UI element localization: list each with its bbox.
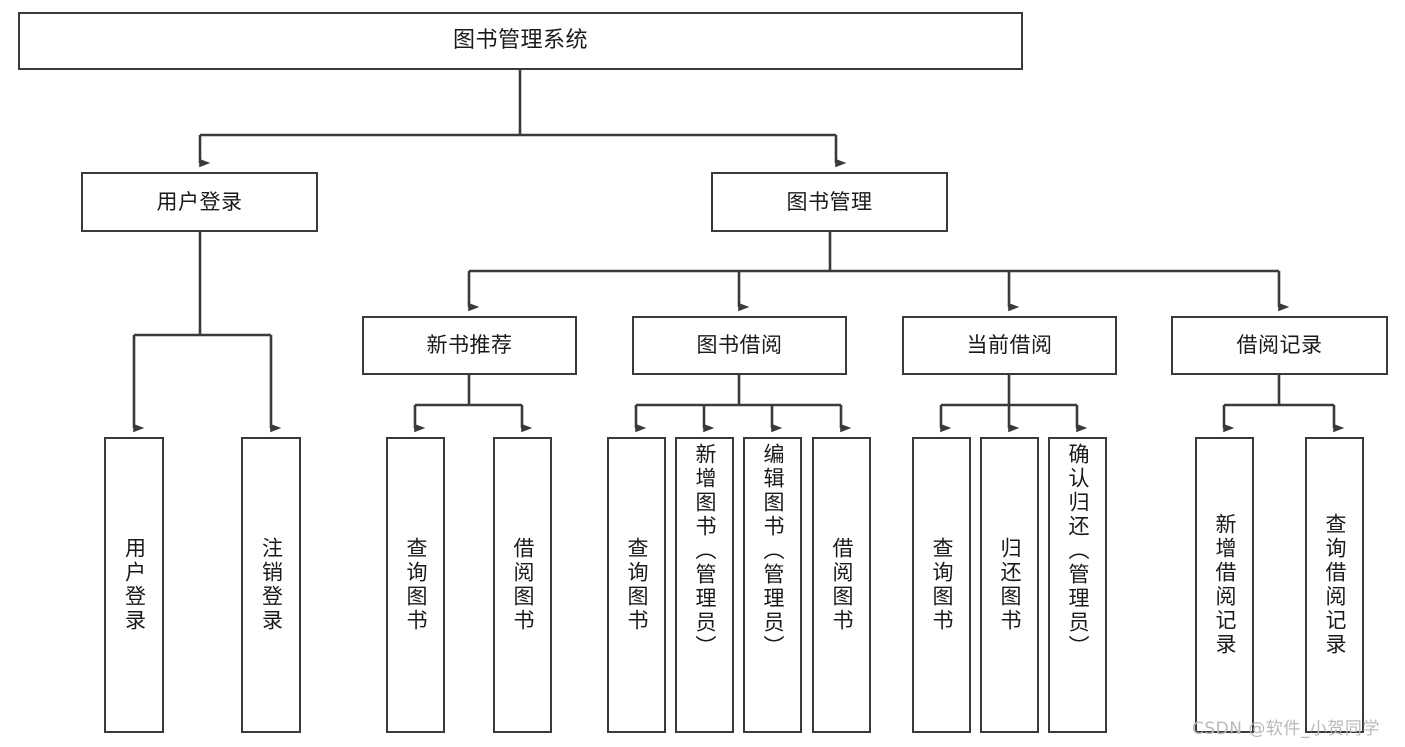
node-book-manage[interactable]: 图书管理 [711, 172, 948, 232]
leaf-nb-query-book[interactable]: 查询图书 [386, 437, 445, 733]
watermark-csdn: CSDN @软件_小贺同学 [1192, 719, 1380, 739]
node-borrow-record-label: 借阅记录 [1236, 333, 1323, 358]
leaf-nb-borrow-book[interactable]: 借阅图书 [493, 437, 552, 733]
node-new-book-recommend[interactable]: 新书推荐 [362, 316, 577, 375]
leaf-cb-return-book-label: 归还图书 [998, 537, 1022, 633]
leaf-user-login-label: 用户登录 [122, 537, 147, 633]
leaf-cb-return-book[interactable]: 归还图书 [980, 437, 1039, 733]
leaf-nb-borrow-book-label: 借阅图书 [511, 537, 535, 633]
leaf-br-add-record[interactable]: 新增借阅记录 [1195, 437, 1254, 733]
node-borrow-record[interactable]: 借阅记录 [1171, 316, 1388, 375]
leaf-bb-edit-book-label: 编辑图书（管理员） [761, 443, 785, 659]
leaf-br-add-record-label: 新增借阅记录 [1213, 513, 1237, 657]
node-user-login-label: 用户登录 [156, 189, 243, 214]
node-root-system-label: 图书管理系统 [452, 28, 588, 54]
leaf-bb-borrow-book[interactable]: 借阅图书 [812, 437, 871, 733]
leaf-bb-query-book-label: 查询图书 [625, 537, 649, 633]
leaf-user-login[interactable]: 用户登录 [104, 437, 164, 733]
node-current-borrow-label: 当前借阅 [966, 333, 1053, 358]
leaf-cb-confirm-return[interactable]: 确认归还（管理员） [1048, 437, 1107, 733]
node-current-borrow[interactable]: 当前借阅 [902, 316, 1117, 375]
leaf-bb-borrow-book-label: 借阅图书 [830, 537, 854, 633]
leaf-cb-query-book-label: 查询图书 [930, 537, 954, 633]
leaf-br-query-record[interactable]: 查询借阅记录 [1305, 437, 1364, 733]
leaf-cb-confirm-return-label: 确认归还（管理员） [1066, 443, 1090, 659]
leaf-logout[interactable]: 注销登录 [241, 437, 301, 733]
node-new-book-recommend-label: 新书推荐 [426, 333, 513, 358]
leaf-bb-add-book[interactable]: 新增图书（管理员） [675, 437, 734, 733]
node-book-borrow[interactable]: 图书借阅 [632, 316, 847, 375]
leaf-bb-add-book-label: 新增图书（管理员） [693, 443, 717, 659]
leaf-bb-edit-book[interactable]: 编辑图书（管理员） [743, 437, 802, 733]
leaf-br-query-record-label: 查询借阅记录 [1323, 513, 1347, 657]
node-book-borrow-label: 图书借阅 [696, 333, 783, 358]
leaf-nb-query-book-label: 查询图书 [404, 537, 428, 633]
leaf-cb-query-book[interactable]: 查询图书 [912, 437, 971, 733]
leaf-bb-query-book[interactable]: 查询图书 [607, 437, 666, 733]
node-user-login[interactable]: 用户登录 [81, 172, 318, 232]
node-book-manage-label: 图书管理 [786, 189, 873, 214]
node-root-system[interactable]: 图书管理系统 [18, 12, 1023, 70]
leaf-logout-label: 注销登录 [259, 537, 284, 633]
